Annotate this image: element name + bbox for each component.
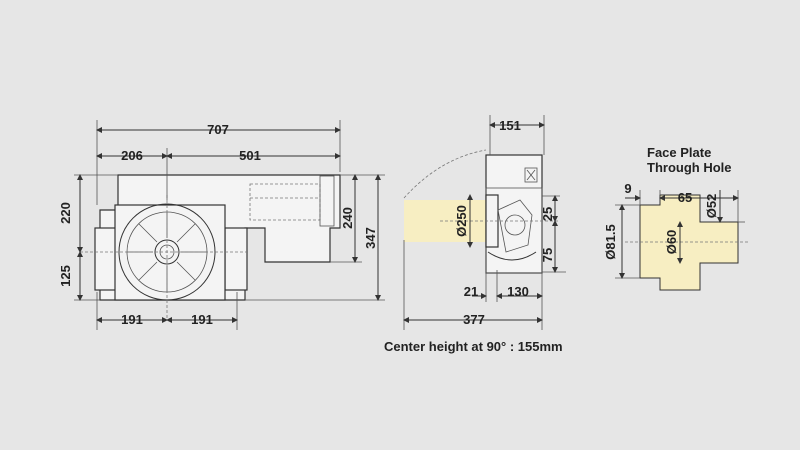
face-plate-view: Face Plate Through Hole 9 65 Ø52 Ø81.5 Ø… <box>603 145 750 291</box>
left-clamp-block <box>94 227 118 291</box>
right-clamp-block <box>224 227 248 291</box>
dim-face-65: 65 <box>678 190 692 205</box>
dim-left: 206 <box>121 148 143 163</box>
dim-width-left: 191 <box>121 312 143 327</box>
face-plate-bore <box>640 195 738 290</box>
dim-side-overall: 377 <box>463 312 485 327</box>
dim-side-top: 151 <box>499 118 521 133</box>
dim-side-130: 130 <box>507 284 529 299</box>
dim-side-diameter: Ø250 <box>454 205 469 237</box>
gear-segment <box>497 199 533 253</box>
dim-height-upper: 220 <box>58 202 73 224</box>
dim-width-right: 191 <box>191 312 213 327</box>
face-plate-title-line2: Through Hole <box>647 160 732 175</box>
dim-side-75: 75 <box>540 248 555 262</box>
dim-side-25: 25 <box>540 207 555 221</box>
dim-side-347: 347 <box>363 227 378 249</box>
side-view: 151 Ø250 25 75 21 130 377 Center height … <box>384 115 566 354</box>
dim-overall-length: 707 <box>207 122 229 137</box>
dim-side-240: 240 <box>340 207 355 229</box>
tilt-arc <box>403 149 487 199</box>
motor-end-cap <box>319 175 335 227</box>
top-view: 707 206 501 220 125 191 191 240 347 <box>58 120 385 330</box>
side-base-arc <box>487 251 537 261</box>
dim-face-d815: Ø81.5 <box>603 224 618 259</box>
center-height-caption: Center height at 90° : 155mm <box>384 339 563 354</box>
dim-side-21: 21 <box>464 284 478 299</box>
side-housing-window <box>524 167 538 183</box>
dim-face-9: 9 <box>624 181 631 196</box>
face-plate-title-line1: Face Plate <box>647 145 711 160</box>
dim-height-lower: 125 <box>58 265 73 287</box>
dim-right: 501 <box>239 148 261 163</box>
dim-face-d60: Ø60 <box>664 230 679 255</box>
dim-face-d52: Ø52 <box>704 194 719 219</box>
side-worm-gear <box>504 214 526 236</box>
